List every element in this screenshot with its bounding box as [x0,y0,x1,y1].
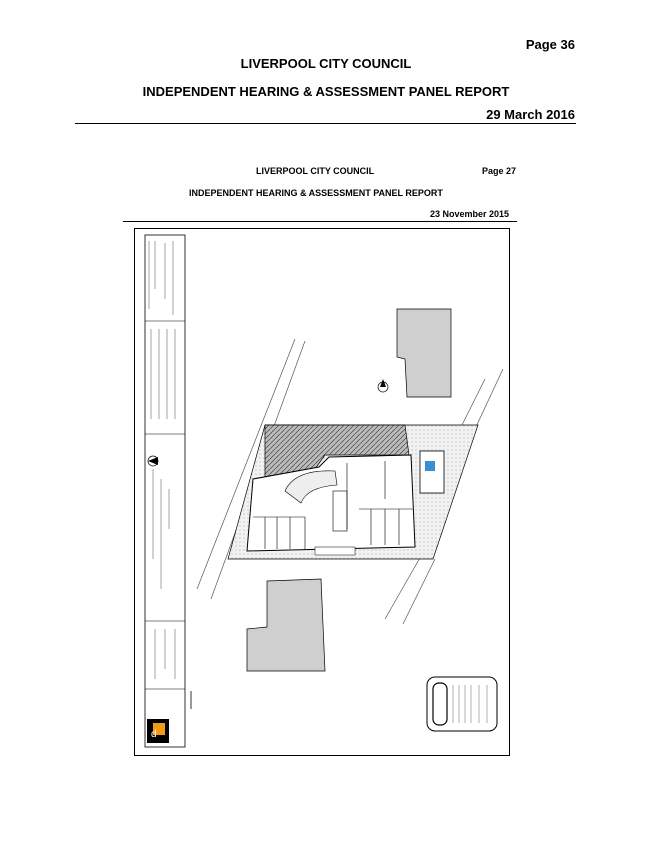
embedded-report-date: 23 November 2015 [430,209,510,219]
embedded-council-heading: LIVERPOOL CITY COUNCIL [256,166,375,176]
neighbour-building-north [396,308,452,398]
site-plan-svg: d [144,234,504,748]
report-title: INDEPENDENT HEARING & ASSESSMENT PANEL R… [142,84,510,99]
north-arrow-icon [147,455,159,467]
report-date: 29 March 2016 [486,107,575,122]
stamp-seal-icon [426,676,498,732]
header-divider [75,123,576,124]
architect-logo-icon: d [147,719,169,743]
title-block: d [144,234,192,748]
embedded-page-number: Page 27 [482,166,517,176]
basement-building [246,450,445,556]
svg-text:d: d [151,729,157,740]
accessible-parking-icon [425,461,435,471]
plan-north-arrow-icon [377,379,389,393]
council-heading: LIVERPOOL CITY COUNCIL [240,56,412,71]
embedded-divider [123,221,517,222]
page-number: Page 36 [525,37,575,52]
architectural-plan-drawing: d [134,228,510,756]
embedded-report-title: INDEPENDENT HEARING & ASSESSMENT PANEL R… [189,188,443,198]
neighbour-building-south [246,578,326,672]
